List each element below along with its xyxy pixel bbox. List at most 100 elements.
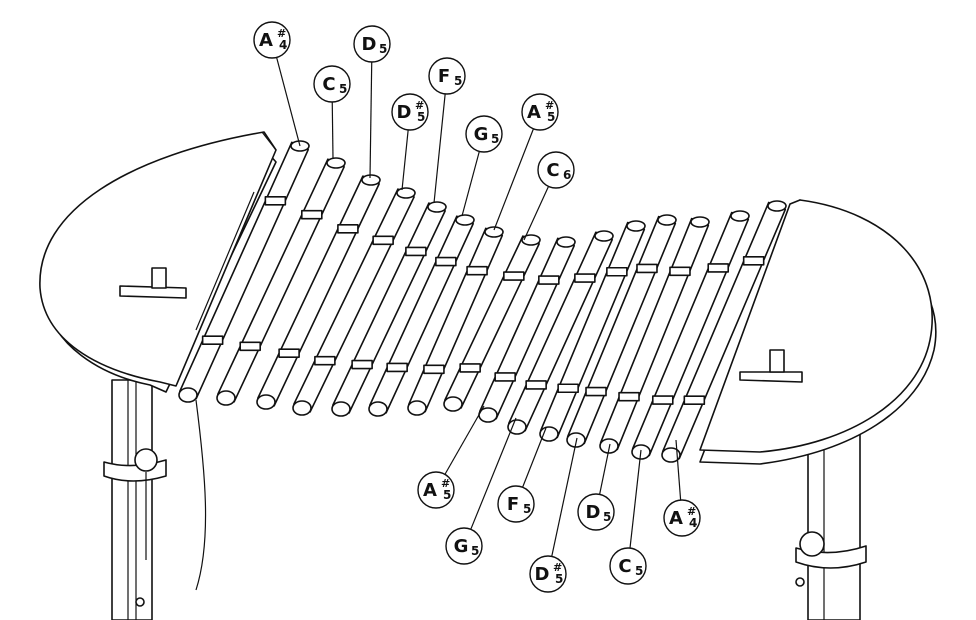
right-plate (699, 199, 937, 465)
chime-tubes (178, 140, 787, 463)
octave-number: 5 (635, 564, 643, 578)
callout-circle (609, 547, 647, 585)
tube-clamp (683, 395, 706, 406)
tube-clamp (557, 383, 579, 394)
tube-clamp (405, 246, 427, 257)
sharp-sign: # (415, 99, 424, 112)
tube-clamp (239, 341, 261, 352)
leader-line (470, 417, 517, 530)
octave-number: 5 (555, 572, 563, 586)
note-callout: D#5 (529, 437, 578, 593)
tube-clamp (494, 372, 516, 382)
chime-tube (368, 214, 475, 417)
callout-circle (529, 555, 567, 593)
note-letter: D (586, 502, 601, 523)
tube-clamp (459, 363, 481, 373)
octave-number: 5 (491, 132, 499, 146)
chime-tube (292, 187, 416, 416)
leader-line (522, 427, 547, 488)
note-letter: F (507, 494, 519, 515)
note-letter: C (322, 74, 335, 95)
leader-line (433, 93, 446, 204)
leader-line (276, 57, 301, 147)
octave-number: 5 (471, 544, 479, 558)
callout-circle (253, 21, 291, 59)
tube-clamp (636, 263, 658, 274)
callout-circle (313, 65, 351, 103)
octave-number: 5 (603, 510, 611, 524)
leader-line (493, 128, 535, 231)
octave-number: 5 (339, 82, 347, 96)
left-plate (39, 131, 277, 393)
note-callout: A#4 (663, 439, 701, 537)
note-callout: D#5 (391, 93, 429, 191)
tube-clamp (585, 386, 607, 397)
callout-circle (391, 93, 429, 131)
callout-circle (537, 151, 575, 189)
tube-clamp (574, 273, 596, 283)
note-callout: A#5 (417, 405, 485, 509)
chime-tube (407, 226, 504, 416)
callout-circle (465, 115, 503, 153)
chime-tube (331, 201, 447, 417)
tube-clamp (386, 362, 408, 373)
tube-clamp (742, 255, 765, 266)
left-post (103, 379, 167, 620)
callout-circle (353, 25, 391, 63)
chime-tube (216, 157, 346, 406)
tube-clamp (278, 348, 300, 358)
sharp-sign: # (441, 477, 450, 490)
tube-clamp (351, 359, 373, 370)
note-letter: C (546, 160, 559, 181)
chime-tube (178, 140, 310, 403)
octave-number: 5 (523, 502, 531, 516)
sharp-sign: # (277, 27, 286, 40)
leader-line (599, 443, 611, 495)
callout-circle (417, 471, 455, 509)
leader-line (461, 151, 480, 217)
octave-number: 6 (563, 168, 571, 182)
tube-clamp (423, 364, 445, 375)
leader-line (675, 439, 682, 501)
note-letter: D (362, 34, 377, 55)
tube-clamp (503, 271, 525, 281)
tube-clamp (618, 391, 640, 402)
chime-tube (661, 200, 787, 463)
octave-number: 4 (279, 38, 287, 52)
chime-tube (256, 174, 381, 410)
octave-number: 4 (689, 516, 697, 530)
octave-number: 5 (417, 110, 425, 124)
callout-circle (497, 485, 535, 523)
note-callout: A #4 (253, 21, 301, 147)
tube-clamp (435, 256, 457, 267)
note-letter: A (669, 508, 683, 529)
note-callout: A#5 (493, 93, 559, 231)
note-letter: F (438, 66, 450, 87)
octave-number: 5 (547, 110, 555, 124)
leader-line (331, 101, 334, 159)
note-letter: A (423, 480, 437, 501)
leader-line (523, 186, 550, 241)
tube-clamp (538, 275, 560, 285)
note-letter: C (618, 556, 631, 577)
leader-line (444, 405, 485, 475)
note-letter: D (397, 102, 412, 123)
chime-tube (507, 230, 614, 435)
left-cable (195, 399, 207, 591)
tube-clamp (651, 395, 674, 405)
tube-clamp (606, 266, 628, 277)
tube-clamp (669, 266, 691, 277)
callout-circle (577, 493, 615, 531)
tube-clamp (264, 195, 287, 206)
note-letter: A (259, 30, 273, 51)
leader-line (629, 449, 642, 549)
note-letter: G (454, 536, 469, 557)
